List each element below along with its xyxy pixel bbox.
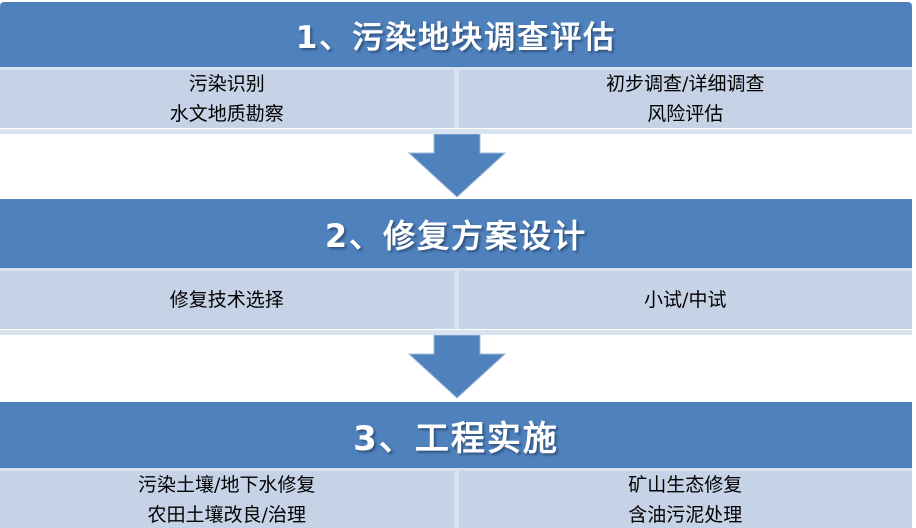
item-label: 水文地质勘察 bbox=[169, 103, 284, 125]
item-label: 初步调查/详细调查 bbox=[606, 73, 765, 95]
section-step2-body: 修复技术选择 小试/中试 bbox=[0, 271, 912, 329]
section-step3-left-cell: 污染土壤/地下水修复 农田土壤改良/治理 bbox=[0, 471, 454, 528]
column-divider bbox=[453, 271, 459, 329]
section-step1-header-bar: 1、污染地块调查评估 bbox=[0, 2, 912, 67]
item-label: 风险评估 bbox=[647, 103, 724, 125]
section-step2-header-bar: 2、修复方案设计 bbox=[0, 199, 912, 268]
section-step3-header-bar: 3、工程实施 bbox=[0, 402, 912, 468]
header-body-divider bbox=[0, 67, 912, 70]
header-body-divider bbox=[0, 268, 912, 271]
section-step1: 1、污染地块调查评估 污染识别 水文地质勘察 初步调查/详细调查 风险评估 bbox=[0, 2, 912, 134]
item-label: 含油污泥处理 bbox=[628, 503, 743, 526]
item-label: 农田土壤改良/治理 bbox=[147, 503, 306, 526]
column-divider bbox=[453, 70, 459, 128]
header-body-divider bbox=[0, 468, 912, 471]
down-arrow-icon bbox=[407, 134, 507, 198]
section-step1-right-cell: 初步调查/详细调查 风险评估 bbox=[459, 70, 913, 128]
column-divider bbox=[453, 471, 459, 528]
item-label: 小试/中试 bbox=[644, 289, 727, 311]
section-step1-left-cell: 污染识别 水文地质勘察 bbox=[0, 70, 454, 128]
section-step1-body: 污染识别 水文地质勘察 初步调查/详细调查 风险评估 bbox=[0, 70, 912, 128]
item-label: 污染土壤/地下水修复 bbox=[138, 473, 316, 496]
section-step3-right-cell: 矿山生态修复 含油污泥处理 bbox=[459, 471, 913, 528]
section-step2-right-cell: 小试/中试 bbox=[459, 271, 913, 329]
section-step2-title: 2、修复方案设计 bbox=[324, 216, 588, 255]
down-arrow-icon bbox=[407, 335, 507, 399]
section-bottom-edge bbox=[0, 129, 912, 134]
section-step3-title: 3、工程实施 bbox=[353, 418, 559, 459]
section-bottom-edge bbox=[0, 330, 912, 335]
item-label: 修复技术选择 bbox=[169, 289, 284, 311]
section-step3: 3、工程实施 污染土壤/地下水修复 农田土壤改良/治理 矿山生态修复 含油污泥处… bbox=[0, 402, 912, 528]
section-step1-title: 1、污染地块调查评估 bbox=[295, 20, 617, 56]
section-step3-body: 污染土壤/地下水修复 农田土壤改良/治理 矿山生态修复 含油污泥处理 bbox=[0, 471, 912, 528]
section-step2-left-cell: 修复技术选择 bbox=[0, 271, 454, 329]
section-step2: 2、修复方案设计 修复技术选择 小试/中试 bbox=[0, 199, 912, 335]
item-label: 污染识别 bbox=[188, 73, 265, 95]
item-label: 矿山生态修复 bbox=[628, 473, 743, 496]
